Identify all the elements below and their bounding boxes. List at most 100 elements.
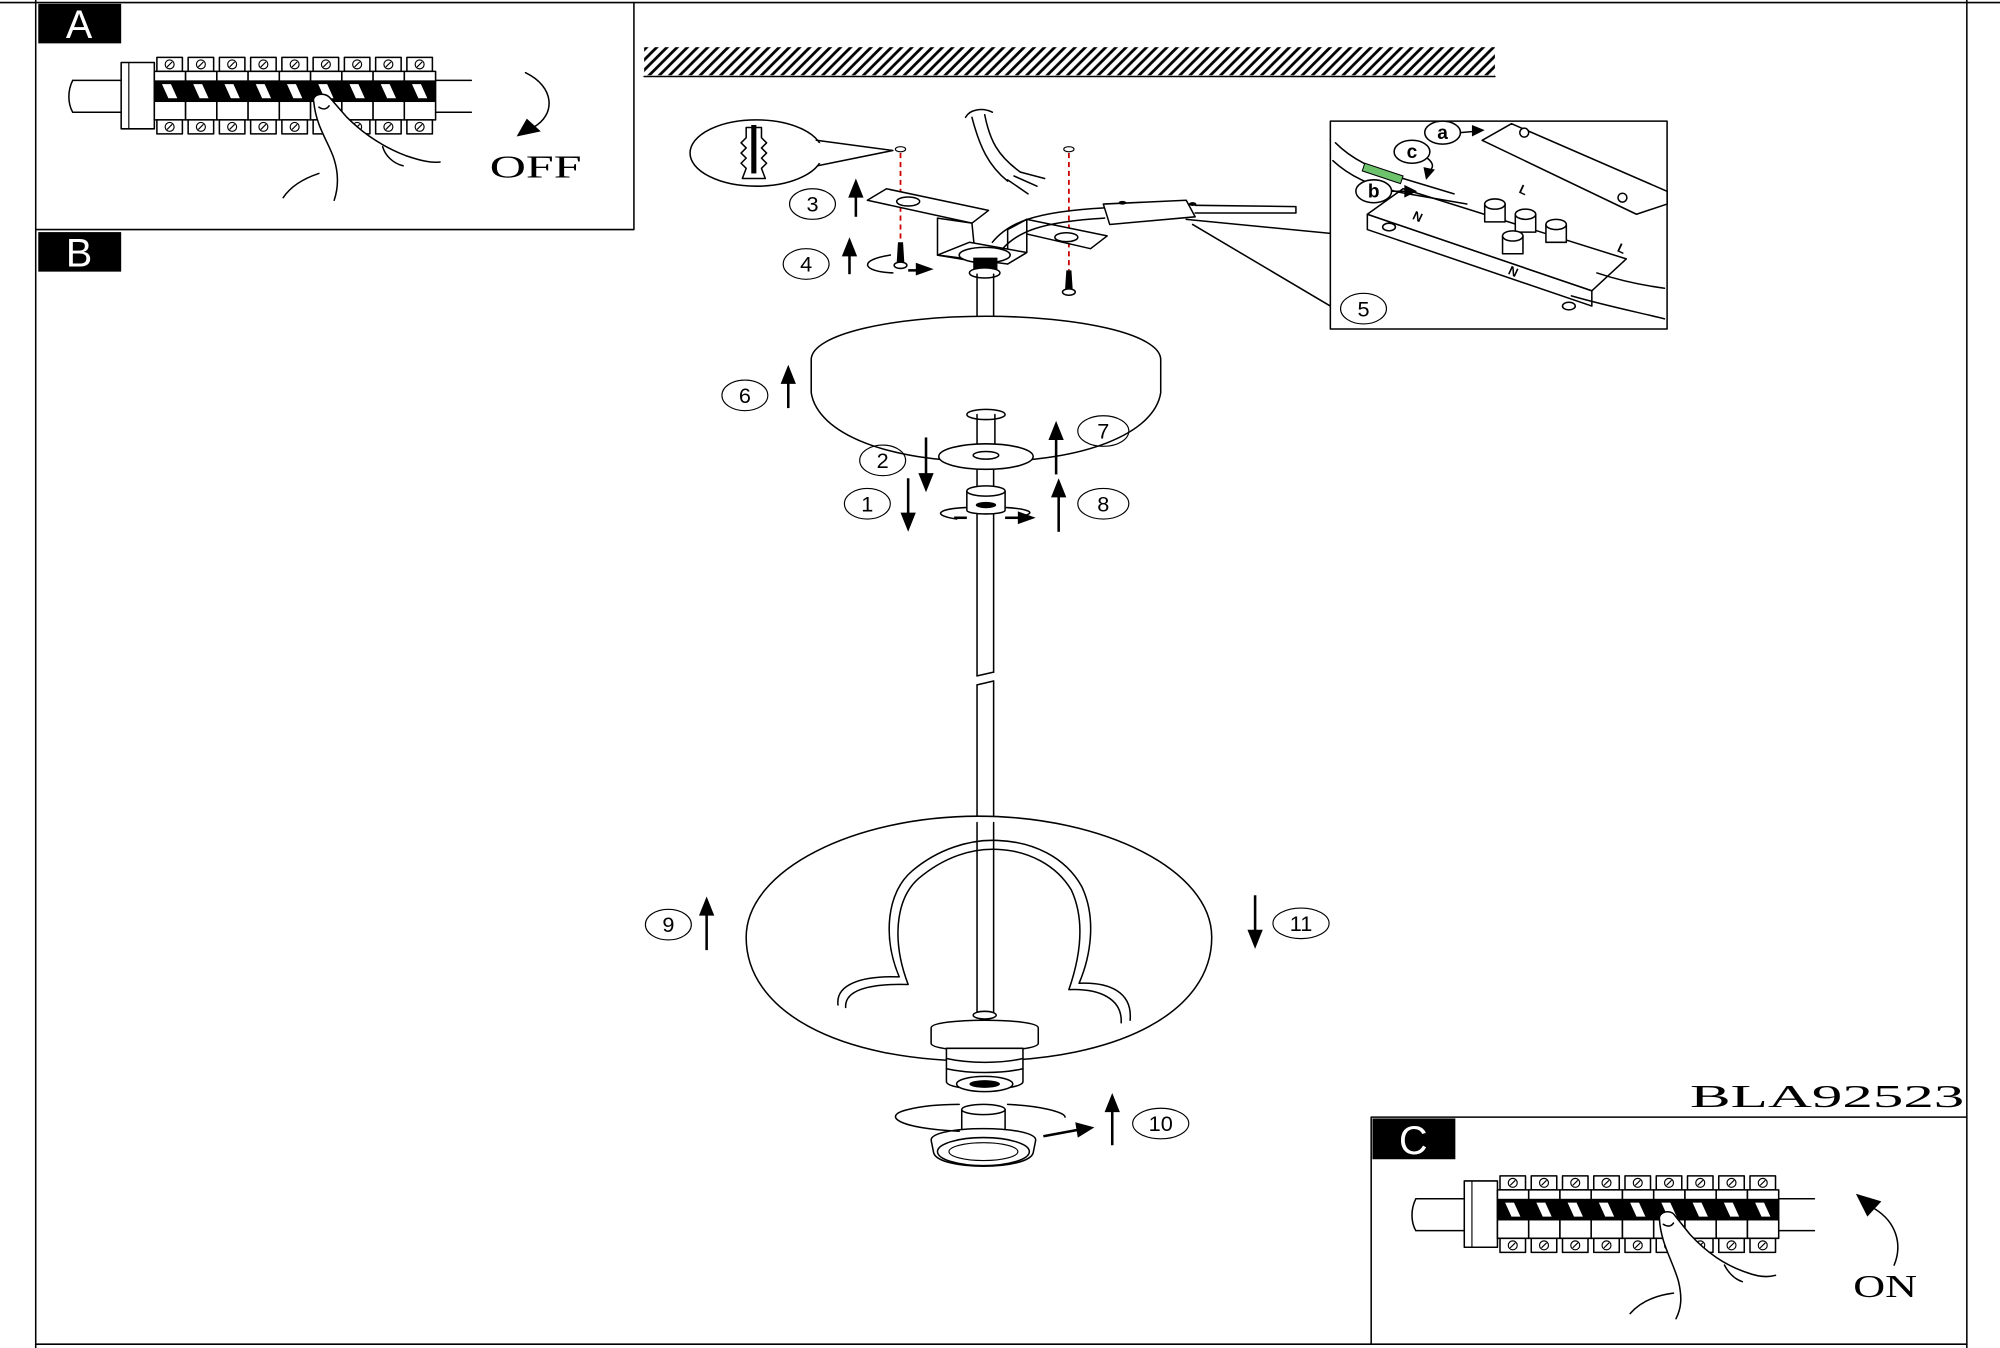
breaker-c-terminal-slot-top xyxy=(1666,1179,1672,1186)
breaker-a-terminal-slot-bottom xyxy=(416,123,423,130)
lampholder-ring xyxy=(930,1019,1040,1052)
finger-outline-left xyxy=(1658,1218,1682,1320)
switch-on-arrow-icon xyxy=(1855,1193,1899,1266)
finger-outline-lower xyxy=(282,172,320,199)
breaker-a-terminal-slot-top xyxy=(291,61,298,68)
knuckle-line xyxy=(381,145,404,167)
step-11-circle xyxy=(1272,907,1330,940)
step-3-circle xyxy=(788,188,837,220)
switch-off-arrow-icon xyxy=(516,71,550,137)
breaker-c-terminal-screw-top xyxy=(1663,1177,1675,1188)
breaker-c-terminal-screw-bottom xyxy=(1632,1240,1643,1251)
panel-b: B xyxy=(38,232,122,276)
step-9-arrow-head xyxy=(698,896,715,916)
breaker-c-terminal-slot-top xyxy=(1728,1179,1735,1186)
breaker-a-terminal-screw-bottom xyxy=(289,121,300,132)
breaker-a-module-lever xyxy=(349,84,365,99)
callout-c: c xyxy=(1393,139,1435,180)
breaker-a-module-lever xyxy=(193,84,209,99)
rod-upper xyxy=(976,509,995,677)
mains-cable xyxy=(964,108,1046,195)
lampholder-socket-contact xyxy=(969,1080,1000,1088)
panel-c-label: C xyxy=(1399,1119,1428,1163)
callout-a-letter: a xyxy=(1437,123,1448,144)
breaker-a-terminal-screw-top xyxy=(352,59,363,70)
breaker-a-module-lever xyxy=(286,84,303,99)
breaker-a-rail-right xyxy=(434,79,473,113)
ceiling xyxy=(643,47,1496,78)
bracket-hole-left xyxy=(895,196,921,207)
breaker-c-terminal-screw-top xyxy=(1726,1177,1737,1188)
breaker-c-terminal-slot-top xyxy=(1634,1179,1641,1186)
canopy-body xyxy=(810,315,1162,463)
step-6-marker: 6 xyxy=(721,379,769,412)
bulb-rotate-shaft xyxy=(1043,1128,1079,1138)
step-4-arrow-head xyxy=(841,237,858,257)
wall-plug-callout xyxy=(689,119,894,187)
step-10-marker: 10 xyxy=(1132,1107,1190,1140)
rotate-icon xyxy=(894,1103,1095,1138)
step-3-number: 3 xyxy=(806,192,818,217)
breaker-a-terminal-screw-top xyxy=(164,59,175,70)
cord-outline-top xyxy=(991,207,1106,244)
screw-right-head xyxy=(1061,288,1077,296)
connector-wire-out xyxy=(1194,204,1297,214)
breaker-c-module-lever xyxy=(1567,1202,1583,1217)
hand-icon xyxy=(282,93,441,207)
finger-outline-right xyxy=(1658,1210,1777,1278)
panel-c: C ON xyxy=(1370,1116,1968,1345)
panel-b-label-box xyxy=(38,232,122,272)
lampholder-cap xyxy=(972,1010,997,1020)
breaker-c-terminal-slot-top xyxy=(1697,1179,1704,1186)
breaker-c-terminal-slot-top xyxy=(1603,1179,1610,1186)
step-3-marker: 3 xyxy=(788,188,837,220)
bulb-lens xyxy=(936,1136,1031,1167)
breaker-c-terminal-slot-bottom xyxy=(1572,1242,1579,1249)
wiring-inset: L L N N a c b xyxy=(1329,120,1668,330)
panel-b-label: B xyxy=(66,232,92,276)
lamp-wire-1 xyxy=(1570,295,1666,320)
canopy xyxy=(810,315,1162,463)
bulb-lens-inner xyxy=(948,1142,1019,1162)
bulb-rotate-head xyxy=(1075,1122,1095,1138)
curved-arrow-shaft xyxy=(1874,1208,1899,1266)
rotate-icon xyxy=(866,254,934,276)
breaker-c-terminal-screw-bottom xyxy=(1570,1240,1581,1251)
curved-arrow-shaft xyxy=(524,71,550,129)
circuit-breaker-icon xyxy=(68,56,473,135)
breaker-a-module-lever xyxy=(318,84,334,99)
breaker-a-module-lever xyxy=(255,84,272,99)
breaker-a-terminal-screw-top xyxy=(320,59,331,70)
terminal-bracket xyxy=(1481,122,1668,216)
step-7-number: 7 xyxy=(1097,419,1109,444)
rod-top-segment xyxy=(976,273,995,318)
cable-outline-left xyxy=(971,116,1009,182)
breaker-c-terminal-screw-bottom xyxy=(1507,1240,1518,1251)
step-4-number: 4 xyxy=(800,252,812,277)
step-9-circle xyxy=(644,908,692,941)
bracket-hole-right xyxy=(1054,231,1079,243)
breaker-c-module-lever xyxy=(1505,1202,1521,1217)
breaker-a-module-lever xyxy=(224,84,240,99)
terminal-block-tab-1 xyxy=(1381,222,1397,232)
breaker-a-terminal-screw-top xyxy=(195,59,206,70)
finger-outline-lower xyxy=(1629,1292,1675,1315)
step-6-arrow-head xyxy=(780,364,796,384)
breaker-a-terminal-screw-bottom xyxy=(227,121,238,132)
step-10-arrow-head xyxy=(1104,1092,1120,1113)
step-10-number: 10 xyxy=(1149,1111,1173,1136)
breaker-c-terminal-slot-bottom xyxy=(1603,1242,1610,1249)
cable-end-loop xyxy=(964,108,994,119)
step-11-marker: 11 xyxy=(1272,907,1330,940)
breaker-a-terminal-screw-bottom xyxy=(414,121,425,132)
terminal-post-1-top xyxy=(1483,198,1506,210)
step-arrows xyxy=(698,178,1263,1146)
shade-inner-lip-outer xyxy=(837,839,1131,1022)
circuit-breaker-icon xyxy=(1411,1175,1816,1254)
breaker-c-terminal-slot-bottom xyxy=(1509,1242,1516,1249)
breaker-a-terminal-screw-top xyxy=(414,59,425,70)
step-6-number: 6 xyxy=(739,383,751,408)
terminal-post-3-top xyxy=(1545,218,1568,231)
wall-plug-slot xyxy=(751,124,757,174)
